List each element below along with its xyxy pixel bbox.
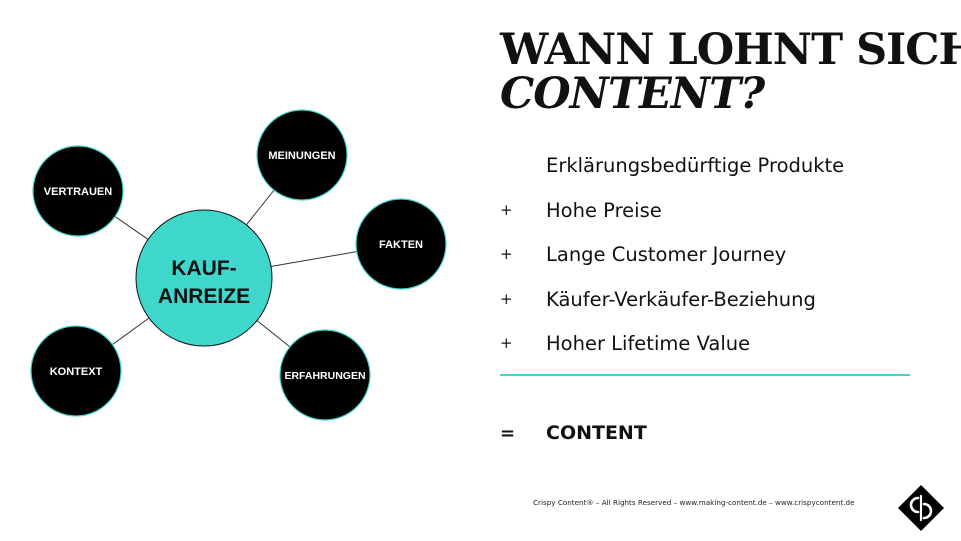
list-item: + Hohe Preise	[500, 197, 920, 242]
criteria-list: Erklärungsbedürftige Produkte + Hohe Pre…	[500, 152, 920, 375]
node-kontext-label: KONTEXT	[50, 366, 103, 378]
page-title-line1: WANN LOHNT SICH	[500, 25, 961, 75]
list-item-text: Lange Customer Journey	[546, 243, 787, 266]
list-item: + Lange Customer Journey	[500, 241, 920, 286]
result-row: = CONTENT	[500, 420, 800, 447]
list-item-text: Hohe Preise	[546, 198, 662, 222]
plus-icon: +	[500, 245, 513, 263]
list-item-text: Käufer-Verkäufer-Beziehung	[546, 287, 816, 311]
kaufanreize-mind-map: VERTRAUEN MEINUNGEN FAKTEN KONTEXT ERFAH…	[30, 109, 447, 421]
node-fakten: FAKTEN	[355, 198, 447, 290]
page-title-line2: CONTENT?	[500, 69, 765, 119]
footer-copyright: Crispy Content® – All Rights Reserved – …	[533, 498, 855, 507]
list-item: + Käufer-Verkäufer-Beziehung	[500, 286, 920, 331]
list-item: + Hoher Lifetime Value	[500, 330, 920, 375]
plus-icon: +	[500, 200, 513, 219]
center-node-label-line1: KAUF-	[171, 257, 236, 280]
node-vertrauen: VERTRAUEN	[32, 145, 124, 237]
node-meinungen: MEINUNGEN	[256, 109, 348, 201]
node-erfahrungen-label: ERFAHRUNGEN	[284, 370, 365, 382]
accent-divider	[500, 374, 910, 376]
node-vertrauen-label: VERTRAUEN	[44, 186, 113, 198]
node-fakten-label: FAKTEN	[379, 239, 423, 251]
list-item-text: Erklärungsbedürftige Produkte	[546, 154, 845, 177]
result-text: CONTENT	[546, 422, 647, 444]
crispy-content-logo-icon	[898, 485, 944, 531]
node-meinungen-label: MEINUNGEN	[268, 150, 335, 162]
list-item: Erklärungsbedürftige Produkte	[500, 152, 920, 197]
node-kontext: KONTEXT	[30, 325, 122, 417]
equals-icon: =	[500, 423, 516, 444]
plus-icon: +	[500, 289, 513, 308]
list-item-text: Hoher Lifetime Value	[546, 332, 751, 355]
page-title: WANN LOHNT SICH CONTENT?	[500, 28, 961, 116]
plus-icon: +	[500, 334, 513, 352]
center-node: KAUF- ANREIZE	[135, 209, 273, 347]
center-node-label-line2: ANREIZE	[158, 285, 250, 308]
node-erfahrungen: ERFAHRUNGEN	[279, 329, 371, 421]
